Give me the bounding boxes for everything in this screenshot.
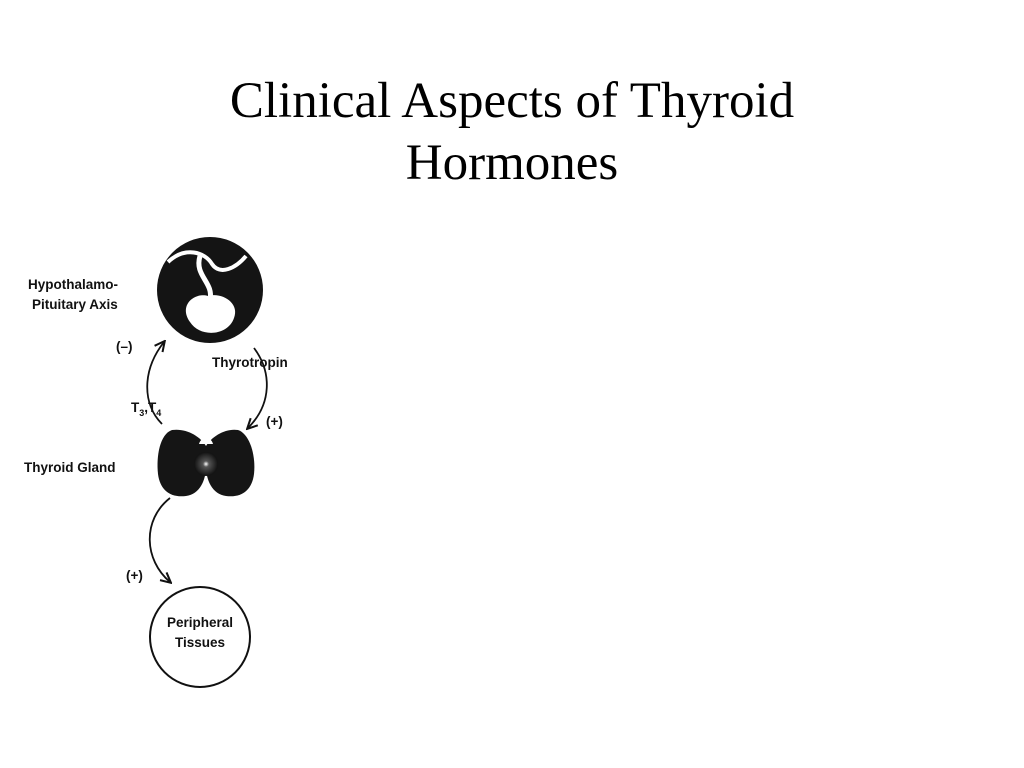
- negative-feedback-label: (–): [116, 339, 133, 354]
- peripheral-label-line-2: Tissues: [175, 635, 225, 650]
- title-line-2: Hormones: [405, 135, 619, 191]
- hypothalamo-label-line-2: Pituitary Axis: [32, 297, 118, 312]
- hypothalamo-pituitary-image: [157, 237, 263, 343]
- thyroid-gland-label: Thyroid Gland: [24, 460, 116, 475]
- hormones-label: T3,T4: [131, 400, 161, 418]
- thyroid-axis-diagram: Hypothalamo- Pituitary Axis (–) Thyrotro…: [24, 237, 288, 688]
- thyroid-left-lobe: [157, 429, 206, 497]
- peripheral-arrow: [148, 497, 170, 582]
- thyrotropin-label: Thyrotropin: [212, 355, 288, 370]
- thyroid-isthmus-notch: [199, 438, 213, 444]
- positive-thyrotropin-label: (+): [266, 414, 283, 429]
- thyroid-gland-image: [157, 429, 255, 497]
- positive-peripheral-label: (+): [126, 568, 143, 583]
- slide-title: Clinical Aspects of Thyroid Hormones: [112, 70, 912, 194]
- peripheral-label-line-1: Peripheral: [167, 615, 233, 630]
- hypothalamus-white-curve: [166, 250, 248, 272]
- peripheral-tissues-circle: [149, 586, 251, 688]
- hypothalamo-label-line-1: Hypothalamo-: [28, 277, 118, 292]
- feedback-arrow: [146, 342, 164, 425]
- thyroid-center-glow: [194, 452, 218, 476]
- thyroid-right-lobe: [206, 429, 255, 497]
- title-line-1: Clinical Aspects of Thyroid: [229, 73, 795, 129]
- pituitary-gland-shape: [185, 295, 236, 333]
- thyrotropin-arrow: [248, 347, 268, 428]
